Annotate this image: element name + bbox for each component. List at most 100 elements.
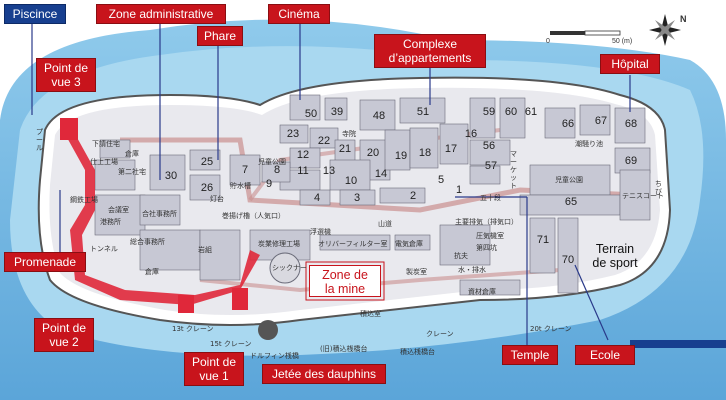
building-number: 66 — [561, 118, 575, 130]
map-text-pier-crane: 積込室 — [360, 310, 381, 318]
map-text-storage: 倉庫 — [145, 268, 159, 276]
map-text-mountain-road: 山道 — [378, 220, 392, 228]
map-text-rail-room: 製炭室 — [406, 268, 427, 276]
building-number: 69 — [624, 155, 638, 167]
map-text-dolphin-pier: ドルフィン桟橋 — [250, 352, 299, 360]
label-cinema: Cinéma — [268, 4, 330, 24]
label-phare: Phare — [197, 26, 243, 46]
map-text-crane: クレーン — [426, 330, 454, 338]
building-number: 70 — [561, 254, 575, 266]
label-temple: Temple — [502, 345, 558, 365]
map-text-old-bridge-2: 積込桟橋台 — [400, 348, 435, 356]
map-text-rinsen: 潮騒り池 — [575, 140, 603, 148]
map-text-pachinko: 第二社宅 — [118, 168, 146, 176]
map-text-thickener: シックナー — [272, 264, 307, 272]
thickener-tank — [269, 252, 301, 284]
label-ecole: Ecole — [575, 345, 635, 365]
map-text-lighthouse: 灯台 — [210, 195, 224, 203]
dolphin-pier-tank — [258, 320, 278, 340]
building-number: 14 — [374, 168, 388, 180]
building-number: 71 — [536, 234, 550, 246]
building-number: 60 — [504, 106, 518, 118]
map-text-old-bridge-1: (旧)積込桟橋台 — [320, 345, 368, 353]
label-promenade: Promenade — [4, 252, 86, 272]
building-number: 5 — [437, 174, 445, 186]
label-complexe-appartements: Complexe d’appartements — [374, 34, 486, 68]
label-point-de-vue-1: Point de vue 1 — [184, 352, 244, 386]
building-number: 10 — [344, 175, 358, 187]
building-number: 18 — [418, 147, 432, 159]
building-number: 17 — [444, 143, 458, 155]
map-text-fourth-shaft: 第四坑 — [476, 244, 497, 252]
building-number: 57 — [484, 160, 498, 172]
map-text-main-exhaust: 主要排気（排気口） — [455, 218, 518, 226]
map-text-warehouse: 倉庫 — [125, 150, 139, 158]
label-piscince: Piscince — [4, 4, 66, 24]
map-text-tennis: テニスコート — [622, 192, 664, 200]
leader-lines — [31, 20, 631, 345]
viewpoint-3-marker — [60, 118, 78, 140]
map-text-general-hall: 総合事務所 — [130, 238, 165, 246]
label-zone-de-la-mine: Zone de la mine — [309, 265, 381, 297]
building-number: 12 — [296, 149, 310, 161]
map-text-crane-13t: 13t クレーン — [172, 325, 214, 333]
map-text-lift: 岩組 — [198, 246, 212, 254]
map-text-flow-room: 浮選機 — [310, 228, 331, 236]
map-text-crane-15t: 15t クレーン — [210, 340, 252, 348]
map-text-steel-dept: 鋼鉄工場 — [70, 196, 98, 204]
building-number: 23 — [286, 128, 300, 140]
map-text-lower-housing: 下請住宅 — [92, 140, 120, 148]
label-jetee-des-dauphins: Jetée des dauphins — [262, 364, 386, 384]
building-number: 21 — [338, 143, 352, 155]
school-access-line — [630, 340, 726, 348]
building-number: 20 — [366, 147, 380, 159]
viewpoint-1-marker — [232, 288, 248, 310]
building-number: 25 — [200, 156, 214, 168]
building-number: 2 — [409, 190, 417, 202]
map-text-water-pump: 水・排水 — [458, 266, 486, 274]
building-number: 19 — [394, 150, 408, 162]
map-text-chibi: ちび — [655, 180, 662, 196]
building-number: 8 — [273, 164, 281, 176]
building-number: 61 — [524, 106, 538, 118]
building-number: 65 — [564, 196, 578, 208]
map-text-coal-dept: 炭業修理工場 — [258, 240, 300, 248]
building-number: 13 — [322, 165, 336, 177]
building-number: 39 — [330, 106, 344, 118]
building-number: 51 — [416, 106, 430, 118]
map-text-union: 合社事務所 — [142, 210, 177, 218]
compass-rose — [649, 14, 681, 46]
building-number: 50 — [304, 108, 318, 120]
label-point-de-vue-3: Point de vue 3 — [36, 58, 96, 92]
map-text-finishing: 仕上工場 — [90, 158, 118, 166]
building-number: 9 — [265, 178, 273, 190]
viewpoint-2-marker — [178, 295, 194, 313]
map-text-crane-20t: 20t クレーン — [530, 325, 572, 333]
map-text-meeting-room: 会議室 — [108, 206, 129, 214]
label-zone-administrative: Zone administrative — [96, 4, 226, 24]
scale-zero: 0 — [546, 38, 550, 45]
label-point-de-vue-2: Point de vue 2 — [34, 318, 94, 352]
label-terrain-de-sport: Terrain de sport — [592, 242, 638, 270]
map-text-compressor: 圧気機室 — [476, 232, 504, 240]
building-number: 67 — [594, 115, 608, 127]
building-number: 68 — [624, 118, 638, 130]
building-number: 11 — [297, 165, 309, 177]
building-number: 16 — [464, 128, 478, 140]
label-hopital: Hôpital — [600, 54, 660, 74]
building-number: 3 — [353, 192, 361, 204]
building-number: 48 — [372, 110, 386, 122]
building-number: 59 — [482, 106, 496, 118]
map-text-hoist: 巻揚げ櫓（人気口） — [222, 212, 285, 220]
map-text-fifty-steps: 五十段 — [480, 194, 501, 202]
buildings — [94, 94, 651, 296]
map-text-storehouse: 貯水槽 — [230, 182, 251, 190]
building-number: 56 — [482, 140, 496, 152]
building-number: 26 — [200, 182, 214, 194]
map-text-tunnel: トンネル — [90, 245, 118, 253]
map-text-quick-shaft: 抗夫 — [454, 252, 468, 260]
scale-fifty: 50 (m) — [612, 38, 633, 45]
promenade-route — [60, 125, 260, 305]
map-text-children-park-2: 児童公園 — [555, 176, 583, 184]
